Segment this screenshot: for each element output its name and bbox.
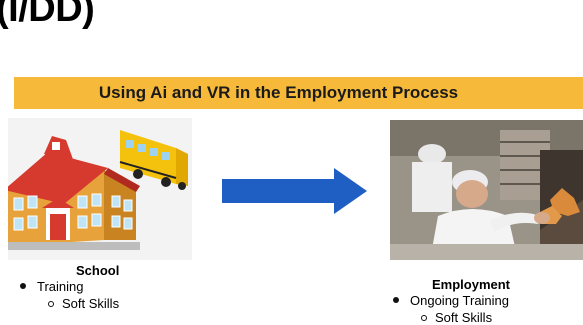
slide-heading: (I/DD) (0, 0, 95, 30)
school-bus-icon (119, 130, 188, 190)
employment-bullet-ongoing-training: Ongoing Training (393, 293, 509, 308)
bullet-ring-icon (48, 301, 54, 307)
school-title: School (76, 263, 120, 278)
banner: Using Ai and VR in the Employment Proces… (14, 77, 583, 109)
bullet-ring-icon (421, 315, 427, 321)
bullet-dot-icon (20, 283, 26, 289)
right-arrow-icon (222, 168, 367, 214)
school-subitem-label: Soft Skills (62, 296, 120, 311)
employment-subitem-label: Soft Skills (435, 310, 493, 325)
kitchen-worker-photo (390, 120, 583, 260)
employment-title: Employment (432, 277, 511, 292)
school-subbullet-soft-skills: Soft Skills (48, 296, 119, 311)
school-item-label: Training (37, 279, 84, 294)
banner-title: Using Ai and VR in the Employment Proces… (98, 83, 459, 102)
employment-item-label: Ongoing Training (410, 293, 510, 308)
school-building-illustration (8, 118, 192, 260)
school-bullet-training: Training (20, 279, 83, 294)
employment-subbullet-soft-skills: Soft Skills (421, 310, 492, 325)
bullet-dot-icon (393, 297, 399, 303)
